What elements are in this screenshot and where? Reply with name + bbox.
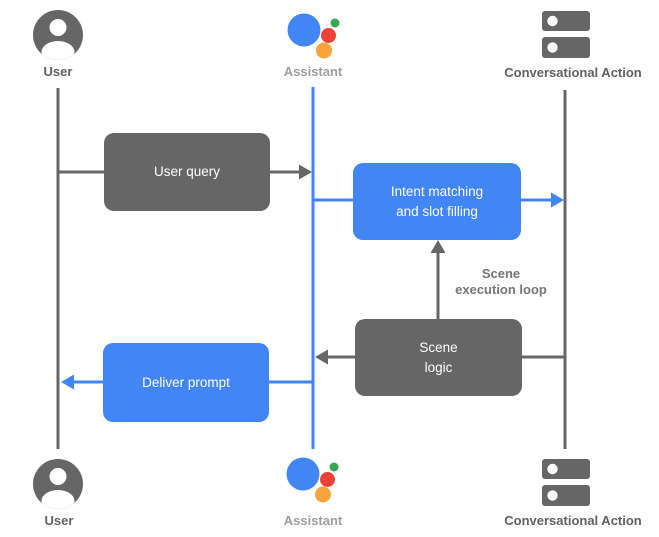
- actor-label-conversational-action-bottom: Conversational Action: [504, 513, 642, 528]
- user-icon: [33, 10, 83, 60]
- actor-label-conversational-action-top: Conversational Action: [504, 65, 642, 80]
- scene-execution-loop-line1: Scene: [481, 266, 521, 281]
- scene-logic-box: Scene logic: [355, 319, 522, 396]
- assistant-logo-icon: [287, 13, 340, 59]
- scene-execution-loop-line2: execution loop: [455, 281, 547, 297]
- actor-label-assistant-bottom: Assistant: [283, 513, 343, 528]
- assistant-logo-icon: [286, 457, 339, 503]
- actor-label-user-bottom: User: [44, 513, 74, 528]
- intent-matching-box-line2: and slot filling: [396, 203, 478, 219]
- scene-execution-loop-label: Scene execution loop: [430, 266, 572, 297]
- scene-loop-arrow: [430, 240, 446, 319]
- scene-logic-to-assistant-arrow: [315, 349, 355, 365]
- user-query-to-assistant-arrow: [270, 164, 312, 180]
- deliver-prompt-box-label: Deliver prompt: [142, 374, 230, 390]
- deliver-prompt-to-user-arrow: [61, 374, 103, 390]
- actor-label-assistant-top: Assistant: [283, 64, 343, 79]
- intent-to-conversational-action-arrow: [521, 192, 564, 208]
- scene-logic-box-line2: logic: [424, 359, 453, 375]
- user-icon: [33, 459, 83, 509]
- intent-matching-box: Intent matching and slot filling: [353, 163, 521, 240]
- server-icon: [542, 459, 590, 506]
- server-icon: [542, 11, 590, 58]
- scene-logic-box-line1: Scene: [419, 339, 458, 355]
- user-query-box: User query: [104, 133, 270, 211]
- deliver-prompt-box: Deliver prompt: [103, 343, 269, 422]
- actor-label-user-top: User: [43, 64, 73, 79]
- user-query-box-label: User query: [153, 164, 221, 180]
- intent-matching-box-line1: Intent matching: [390, 183, 484, 199]
